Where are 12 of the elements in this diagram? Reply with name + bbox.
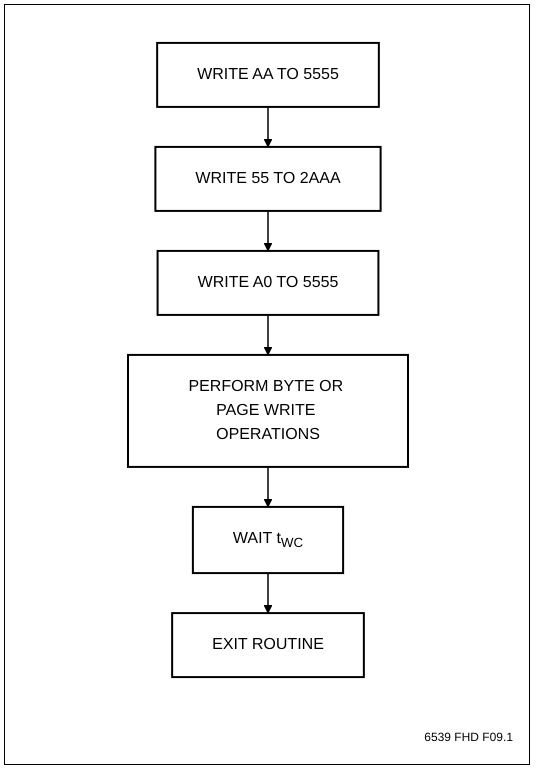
arrow [264,314,272,356]
arrow [264,210,272,252]
arrow [264,573,272,614]
arrow [264,106,272,148]
figure-code: 6539 FHD F09.1 [424,730,513,744]
node-box: WRITE 55 TO 2AAA [154,146,382,212]
arrow [264,466,272,508]
node-box: EXIT ROUTINE [171,612,365,678]
node-box: PERFORM BYTE OR PAGE WRITE OPERATIONS [127,354,409,468]
node-box: WRITE A0 TO 5555 [156,250,380,316]
node-box: WRITE AA TO 5555 [156,42,380,108]
node-box: WAIT t$_{WC}$ [192,506,344,574]
